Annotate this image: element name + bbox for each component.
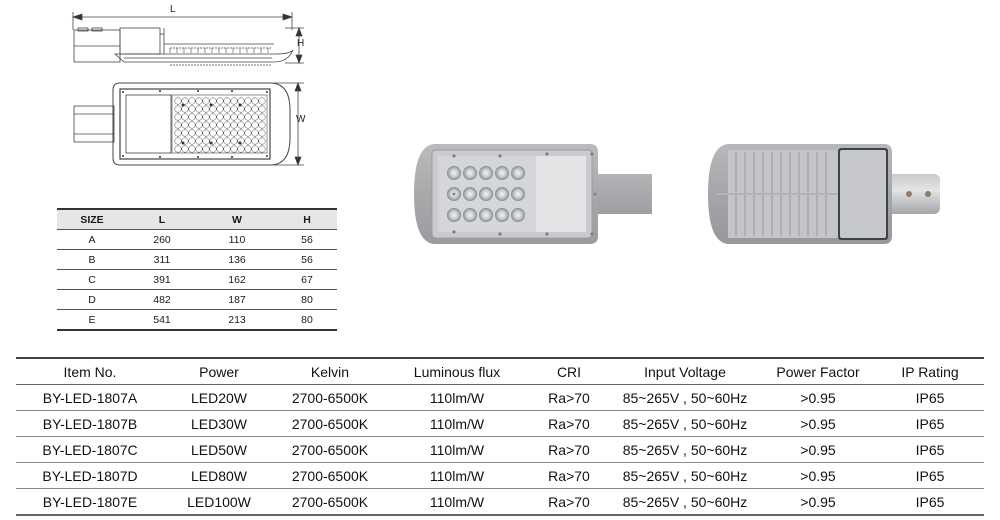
- spec-table: Item No. Power Kelvin Luminous flux CRI …: [16, 357, 984, 516]
- power-factor-cell: >0.95: [760, 384, 876, 411]
- kelvin-header: Kelvin: [274, 357, 386, 385]
- item-no-cell: BY-LED-1807D: [16, 462, 164, 489]
- cri-cell: Ra>70: [528, 436, 610, 463]
- luminous-flux-cell: 110lm/W: [386, 462, 528, 489]
- width-cell: 162: [197, 269, 277, 290]
- power-cell: LED100W: [164, 488, 274, 516]
- luminous-flux-cell: 110lm/W: [386, 384, 528, 411]
- item-no-cell: BY-LED-1807A: [16, 384, 164, 411]
- height-cell: 80: [277, 309, 337, 331]
- ip-rating-header: IP Rating: [876, 357, 984, 385]
- input-voltage-cell: 85~265V , 50~60Hz: [610, 462, 760, 489]
- cri-cell: Ra>70: [528, 384, 610, 411]
- cri-cell: Ra>70: [528, 462, 610, 489]
- length-cell: 311: [127, 249, 197, 270]
- width-cell: 136: [197, 249, 277, 270]
- width-cell: 213: [197, 309, 277, 331]
- size-cell: D: [57, 289, 127, 310]
- cri-header: CRI: [528, 357, 610, 385]
- size-header: SIZE: [57, 208, 127, 230]
- kelvin-cell: 2700-6500K: [274, 462, 386, 489]
- luminous-flux-cell: 110lm/W: [386, 410, 528, 437]
- size-cell: E: [57, 309, 127, 331]
- kelvin-cell: 2700-6500K: [274, 488, 386, 516]
- size-row: B 311 136 56: [57, 249, 337, 270]
- size-row: D 482 187 80: [57, 289, 337, 310]
- item-no-cell: BY-LED-1807E: [16, 488, 164, 516]
- cri-cell: Ra>70: [528, 488, 610, 516]
- height-cell: 67: [277, 269, 337, 290]
- street-light-back-photo: [706, 142, 952, 246]
- power-cell: LED20W: [164, 384, 274, 411]
- led-array: [447, 166, 525, 222]
- power-factor-header: Power Factor: [760, 357, 876, 385]
- spec-table-header: Item No. Power Kelvin Luminous flux CRI …: [16, 357, 984, 385]
- power-factor-cell: >0.95: [760, 410, 876, 437]
- driver-box: [840, 150, 886, 238]
- width-cell: 187: [197, 289, 277, 310]
- size-table: SIZE L W H A 260 110 56 B 311 136 56 C 3…: [57, 208, 337, 331]
- size-cell: B: [57, 249, 127, 270]
- technical-drawing: L H W: [60, 0, 340, 180]
- luminous-flux-header: Luminous flux: [386, 357, 528, 385]
- spec-row: BY-LED-1807D LED80W 2700-6500K 110lm/W R…: [16, 462, 984, 489]
- dimension-drawing: [71, 12, 304, 167]
- size-row: C 391 162 67: [57, 269, 337, 290]
- kelvin-cell: 2700-6500K: [274, 436, 386, 463]
- length-cell: 391: [127, 269, 197, 290]
- length-label: L: [170, 4, 176, 15]
- size-table-header: SIZE L W H: [57, 208, 337, 230]
- mounting-arm: [597, 174, 652, 214]
- ip-rating-cell: IP65: [876, 436, 984, 463]
- length-cell: 541: [127, 309, 197, 331]
- kelvin-cell: 2700-6500K: [274, 410, 386, 437]
- length-header: L: [127, 208, 197, 230]
- height-cell: 56: [277, 229, 337, 250]
- length-cell: 482: [127, 289, 197, 310]
- size-cell: C: [57, 269, 127, 290]
- luminous-flux-cell: 110lm/W: [386, 488, 528, 516]
- ip-rating-cell: IP65: [876, 462, 984, 489]
- height-label: H: [297, 38, 305, 49]
- spec-row: BY-LED-1807B LED30W 2700-6500K 110lm/W R…: [16, 410, 984, 437]
- power-factor-cell: >0.95: [760, 436, 876, 463]
- ip-rating-cell: IP65: [876, 384, 984, 411]
- input-voltage-cell: 85~265V , 50~60Hz: [610, 436, 760, 463]
- input-voltage-cell: 85~265V , 50~60Hz: [610, 488, 760, 516]
- item-no-cell: BY-LED-1807B: [16, 410, 164, 437]
- size-cell: A: [57, 229, 127, 250]
- width-header: W: [197, 208, 277, 230]
- kelvin-cell: 2700-6500K: [274, 384, 386, 411]
- height-cell: 56: [277, 249, 337, 270]
- power-factor-cell: >0.95: [760, 488, 876, 516]
- input-voltage-cell: 85~265V , 50~60Hz: [610, 384, 760, 411]
- ip-rating-cell: IP65: [876, 488, 984, 516]
- length-cell: 260: [127, 229, 197, 250]
- input-voltage-header: Input Voltage: [610, 357, 760, 385]
- item-no-header: Item No.: [16, 357, 164, 385]
- width-label: W: [296, 114, 306, 125]
- input-voltage-cell: 85~265V , 50~60Hz: [610, 410, 760, 437]
- power-cell: LED30W: [164, 410, 274, 437]
- size-row: E 541 213 80: [57, 309, 337, 331]
- cri-cell: Ra>70: [528, 410, 610, 437]
- power-cell: LED50W: [164, 436, 274, 463]
- pole-socket: [888, 174, 940, 214]
- spec-row: BY-LED-1807C LED50W 2700-6500K 110lm/W R…: [16, 436, 984, 463]
- street-light-front-photo: [412, 142, 654, 246]
- power-cell: LED80W: [164, 462, 274, 489]
- power-factor-cell: >0.95: [760, 462, 876, 489]
- top-view: [73, 82, 291, 166]
- height-cell: 80: [277, 289, 337, 310]
- height-header: H: [277, 208, 337, 230]
- width-cell: 110: [197, 229, 277, 250]
- spec-row: BY-LED-1807E LED100W 2700-6500K 110lm/W …: [16, 488, 984, 516]
- item-no-cell: BY-LED-1807C: [16, 436, 164, 463]
- side-view: [73, 27, 294, 66]
- spec-row: BY-LED-1807A LED20W 2700-6500K 110lm/W R…: [16, 384, 984, 411]
- ip-rating-cell: IP65: [876, 410, 984, 437]
- size-row: A 260 110 56: [57, 229, 337, 250]
- luminous-flux-cell: 110lm/W: [386, 436, 528, 463]
- power-header: Power: [164, 357, 274, 385]
